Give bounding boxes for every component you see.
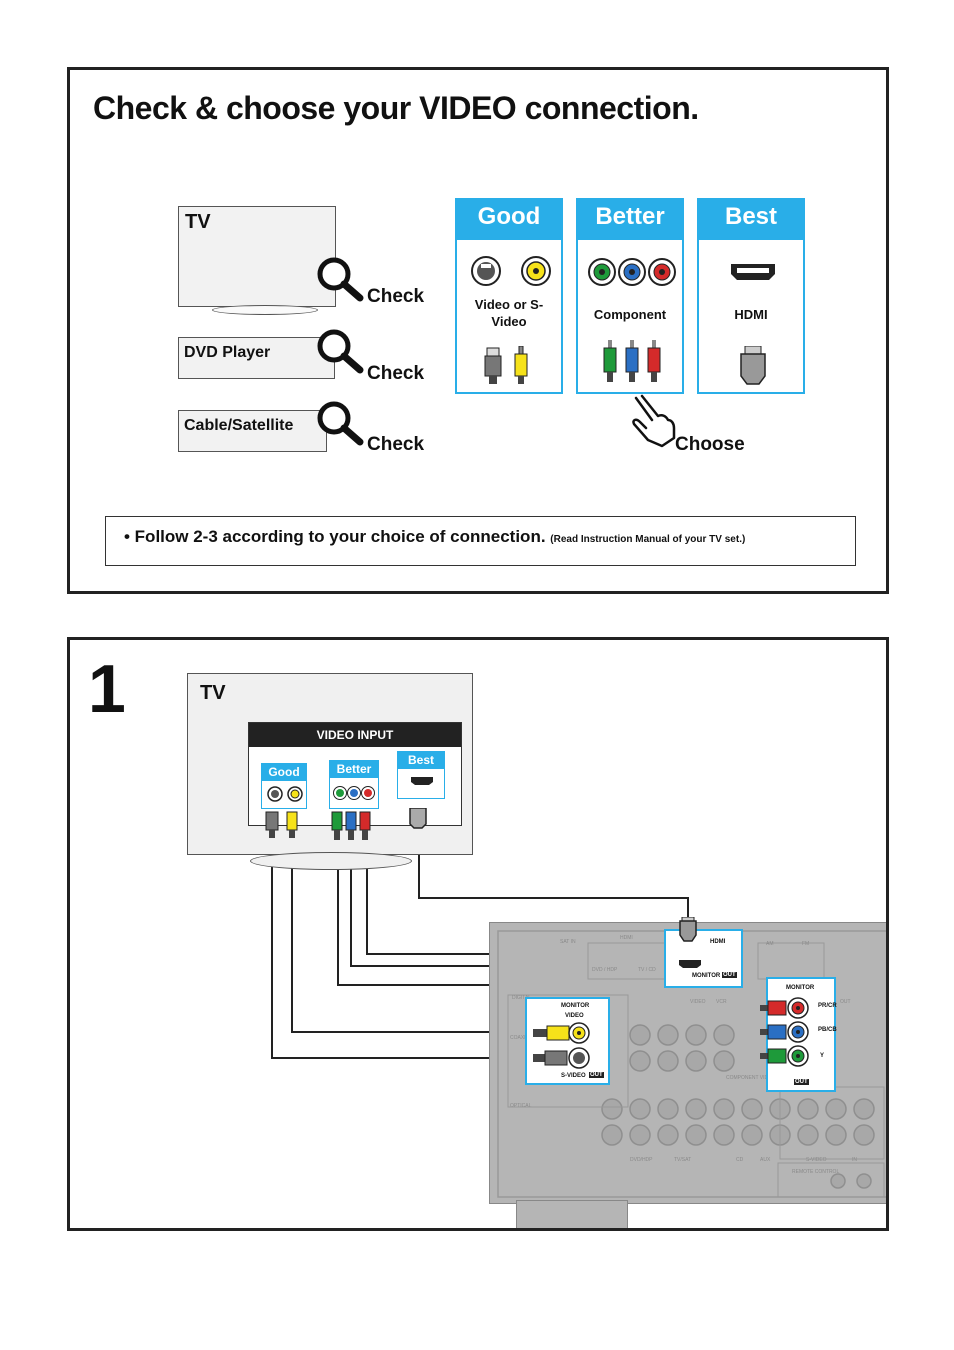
mini-card-best: Best — [397, 751, 445, 799]
step-1-panel: 1 TV VIDEO INPUT Good Better — [67, 637, 889, 1231]
ghost-label: VCR — [716, 999, 727, 1005]
hdmi-jack-icon — [679, 960, 701, 968]
cable-satellite-label: Cable/Satellite — [184, 417, 294, 434]
hdmi-callout-monitor: MONITOR — [692, 973, 721, 979]
video-output-callout: MONITOR VIDEO S-VIDEO OUT — [525, 997, 610, 1085]
hdmi-callout-out: OUT — [722, 972, 737, 978]
ghost-label: COMPONENT VIDEO — [726, 1075, 776, 1081]
tv-device: TV — [178, 206, 336, 307]
video-plugs-icon — [484, 346, 528, 384]
instruction-note-main: • Follow 2-3 according to your choice of… — [124, 527, 546, 546]
component-jacks-with-plugs — [760, 997, 809, 1067]
ghost-label: CD — [736, 1157, 744, 1163]
ghost-label: DVD/HDP — [630, 1157, 653, 1163]
ghost-label: TV/SAT — [674, 1157, 692, 1163]
page-title: Check & choose your VIDEO connection. — [93, 90, 699, 126]
hdmi-cable — [418, 828, 689, 920]
ghost-label: OPTICAL — [510, 1103, 532, 1109]
component-callout-y: Y — [820, 1053, 825, 1059]
good-card: Good Video or S-Video — [455, 198, 563, 394]
ghost-label: OUT — [840, 999, 851, 1005]
ghost-label: AM — [766, 941, 774, 947]
good-card-name: Video or S-Video — [474, 297, 544, 329]
tv-input-plugs — [265, 808, 427, 840]
better-card-title: Better — [578, 200, 682, 240]
good-card-title: Good — [457, 200, 561, 240]
ghost-label: REMOTE CONTROL — [792, 1169, 840, 1175]
video-input-label: VIDEO INPUT — [249, 723, 461, 747]
dvd-player-device: DVD Player — [178, 337, 335, 379]
mini-card-good-title: Good — [262, 764, 306, 781]
mini-card-better: Better — [329, 760, 379, 809]
ghost-label: DIGITAL — [512, 995, 532, 1001]
tv-stand — [250, 852, 412, 870]
good-jacks-icon — [267, 786, 303, 802]
magnifier-icon — [317, 257, 364, 302]
composite-video-cable — [291, 835, 540, 1033]
best-card: Best HDMI — [697, 198, 805, 394]
component-callout-monitor: MONITOR — [786, 985, 815, 991]
component-callout-out: OUT — [794, 1079, 809, 1085]
mini-card-good: Good — [261, 763, 307, 809]
ghost-label: DVD / HDP — [592, 967, 618, 973]
ghost-label: COAXIAL — [510, 1035, 532, 1041]
tv-stand — [212, 305, 318, 315]
check-label-dvd: Check — [367, 363, 425, 384]
best-card-title: Best — [699, 200, 803, 240]
hdmi-jack-icon — [411, 777, 433, 785]
ghost-label: S-VIDEO — [806, 1157, 827, 1163]
hdmi-callout-title: HDMI — [710, 939, 726, 945]
s-video-and-composite-jacks-icon — [471, 256, 551, 286]
video-callout-monitor: MONITOR — [561, 1003, 590, 1009]
component-output-callout: MONITOR PR/CR PB/CB Y OUT — [760, 977, 837, 1092]
video-callout-video: VIDEO — [565, 1013, 584, 1019]
video-jacks-with-plugs — [533, 1022, 590, 1069]
step-number: 1 — [88, 651, 126, 727]
tv-label: TV — [200, 682, 226, 704]
check-label-tv: Check — [367, 286, 425, 307]
ghost-label: AUX — [760, 1157, 771, 1163]
ghost-label: HDMI — [620, 935, 633, 941]
better-jacks-icon — [333, 786, 375, 800]
choose-label: Choose — [675, 434, 745, 455]
component-callout-pb: PB/CB — [818, 1027, 837, 1033]
component-plugs-icon — [603, 340, 661, 382]
component-callout-pr: PR/CR — [818, 1003, 837, 1009]
ghost-label: IN — [852, 1157, 857, 1163]
hdmi-output-callout: HDMI MONITOR OUT — [664, 917, 743, 988]
receiver-foot — [516, 1200, 628, 1228]
video-callout-out: OUT — [589, 1072, 604, 1078]
ghost-label: VIDEO — [690, 999, 706, 1005]
s-video-cable — [271, 835, 540, 1059]
ghost-label: FM — [802, 941, 810, 947]
dvd-player-label: DVD Player — [184, 344, 271, 361]
better-card-name: Component — [593, 307, 667, 322]
hdmi-jack-icon — [731, 264, 775, 280]
mini-card-best-title: Best — [398, 752, 444, 769]
video-callout-svideo: S-VIDEO — [561, 1073, 586, 1079]
cable-satellite-device: Cable/Satellite — [178, 410, 327, 452]
instruction-note: • Follow 2-3 according to your choice of… — [124, 527, 745, 547]
better-card: Better Component — [576, 198, 684, 394]
pointing-hand-icon — [632, 394, 676, 448]
component-jacks-icon — [588, 258, 676, 286]
video-connection-panel: Check & choose your VIDEO connection. TV… — [67, 67, 889, 594]
mini-card-better-title: Better — [330, 761, 378, 778]
ghost-label: TV / CD — [638, 967, 656, 973]
instruction-note-box: • Follow 2-3 according to your choice of… — [105, 516, 856, 566]
ghost-label: SAT IN — [560, 939, 576, 945]
best-card-name: HDMI — [734, 307, 768, 322]
instruction-note-small: (Read Instruction Manual of your TV set.… — [550, 534, 746, 545]
hdmi-plug-icon — [679, 917, 697, 942]
check-label-cable: Check — [367, 434, 425, 455]
hdmi-plug-icon — [740, 346, 766, 385]
tv-label: TV — [185, 211, 211, 233]
magnifier-icon — [317, 329, 364, 374]
magnifier-icon — [317, 401, 364, 446]
receiver-terminals — [497, 930, 886, 1198]
